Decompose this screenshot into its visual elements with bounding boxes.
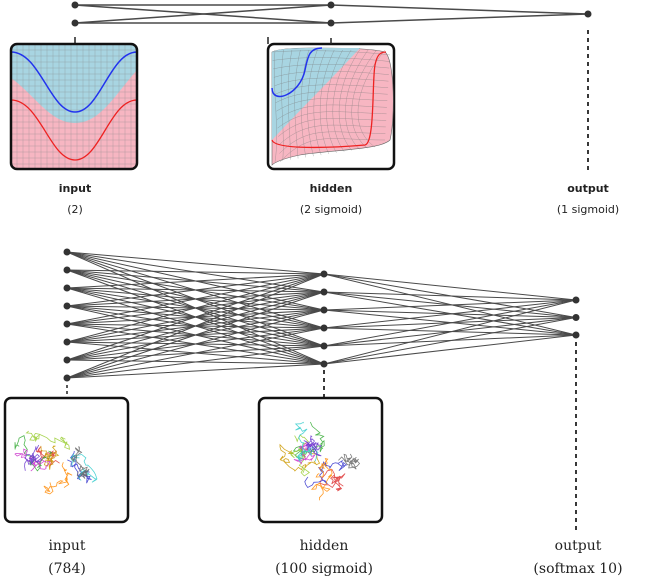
bottom-output-detail: (softmax 10) (533, 561, 623, 577)
neuron (327, 19, 335, 27)
bottom-hidden-label: hidden (299, 538, 349, 554)
connection (66, 363, 325, 379)
digit-trajectory (319, 469, 346, 492)
connection (323, 299, 577, 329)
neuron (320, 360, 328, 368)
connection (323, 334, 577, 365)
neuron (63, 284, 71, 292)
digit-trajectory (70, 446, 90, 479)
connection (66, 273, 325, 343)
connection (66, 273, 325, 325)
bottom-input-label: input (48, 538, 86, 554)
hidden-space-plot (266, 37, 396, 171)
digit-trajectory (25, 430, 71, 450)
digit-trajectory (279, 443, 321, 472)
connection (66, 345, 325, 379)
input-space-plot (9, 37, 139, 171)
connection (66, 273, 325, 289)
digit-trajectory (310, 458, 333, 501)
top-hidden-detail: (2 sigmoid) (299, 203, 363, 216)
connection (323, 299, 577, 365)
top-output-label: output (567, 182, 609, 195)
connection (330, 4, 589, 15)
neuron (572, 314, 580, 321)
connections (66, 4, 589, 379)
neuron (327, 1, 335, 9)
connection (66, 273, 325, 361)
connection (323, 291, 577, 301)
connection (323, 299, 577, 311)
connection (330, 13, 589, 24)
connection (66, 269, 325, 275)
digit-trajectory (24, 444, 42, 471)
digit-trajectory (40, 445, 60, 470)
connection (66, 251, 325, 275)
connection (66, 273, 325, 307)
neuron (572, 296, 580, 304)
top-output-detail: (1 sigmoid) (556, 203, 620, 216)
connection (66, 273, 325, 379)
connection (66, 291, 325, 379)
neuron (320, 270, 328, 278)
neuron (320, 342, 328, 350)
input-embedding-plot (3, 396, 130, 524)
digit-trajectory (67, 450, 92, 484)
digit-trajectory (43, 462, 73, 495)
neurons (63, 1, 592, 382)
digit-trajectory (293, 421, 325, 460)
digit-trajectory (14, 448, 51, 472)
neuron (572, 331, 580, 339)
hidden-embedding-plot (257, 396, 384, 524)
connection (323, 273, 577, 301)
neuron (63, 302, 71, 310)
digit-trajectory (303, 435, 322, 457)
neuron (63, 248, 71, 256)
bottom-input-detail: (784) (48, 561, 86, 577)
neuron (71, 19, 79, 27)
neuron (71, 1, 79, 9)
digit-trajectory (338, 453, 361, 470)
digit-trajectory (293, 441, 316, 465)
digit-trajectory (294, 421, 319, 462)
top-input-label: input (58, 182, 92, 195)
top-hidden-label: hidden (309, 182, 353, 195)
connection (74, 4, 332, 24)
connection (323, 299, 577, 347)
neuron (320, 306, 328, 314)
connection (323, 317, 577, 365)
top-input-detail: (2) (67, 203, 83, 216)
connection (66, 309, 325, 379)
neuron (63, 374, 71, 382)
neuron (63, 320, 71, 328)
connection (66, 327, 325, 379)
neuron (63, 266, 71, 274)
bottom-hidden-detail: (100 sigmoid) (275, 561, 373, 577)
bottom-output-label: output (554, 538, 602, 554)
neuron (320, 324, 328, 332)
digit-trajectory (289, 434, 310, 477)
neuron (320, 288, 328, 296)
neuron (63, 356, 71, 364)
neuron (63, 338, 71, 346)
neuron (584, 10, 592, 18)
